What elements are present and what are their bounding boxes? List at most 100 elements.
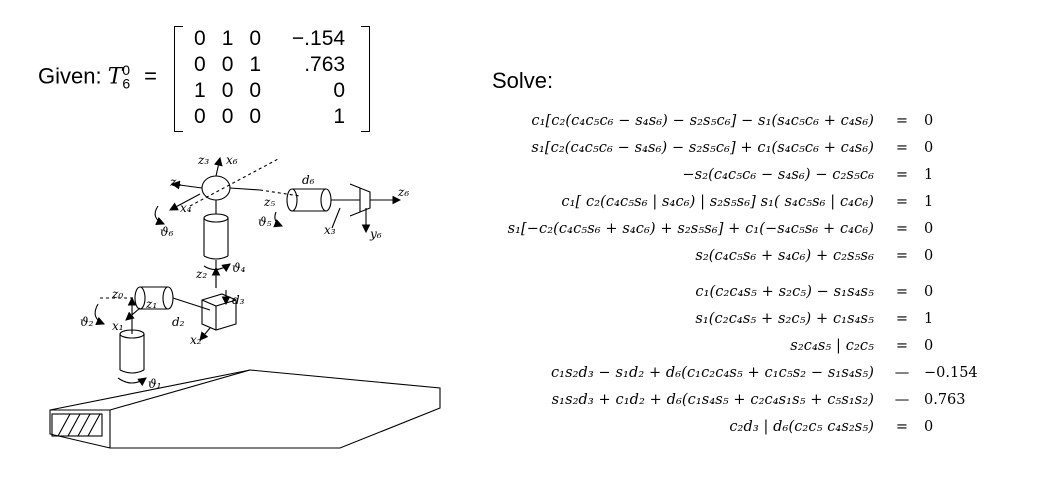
equation-row: c₁(c₂c₄s₅ + s₂c₅) − s₁s₄s₅ = 0: [440, 284, 1030, 310]
joint6-cylinder-end: [286, 188, 298, 212]
table-edge: [50, 409, 111, 448]
matrix-row: 0 0 0 1: [186, 104, 359, 130]
equation-rhs: 0: [924, 338, 934, 354]
matrix-cell: 1: [194, 79, 206, 102]
wrist-to-link: [229, 187, 261, 191]
matrix-cell: 0: [221, 53, 234, 76]
equation-rhs: 0: [924, 248, 934, 264]
table-leg: [51, 413, 103, 437]
matrix-left-bracket: [174, 26, 183, 132]
joint6-cylinder-end: [320, 188, 332, 212]
matrix-cell: 0: [249, 79, 262, 102]
theta6-arrow-left: [154, 205, 166, 226]
matrix-cell: 1: [249, 53, 262, 76]
x4-axis: [169, 193, 201, 211]
theta5-arrow: [273, 211, 284, 228]
equation-relation: =: [895, 248, 909, 264]
equation-relation: =: [895, 194, 909, 210]
z5-axis: [259, 189, 301, 197]
label-x6: x₆: [226, 153, 238, 167]
joint1-cylinder-side: [119, 334, 145, 370]
equation-relation: =: [895, 113, 909, 129]
matrix-cell: .763: [304, 53, 346, 76]
joint1-cylinder-bottom: [119, 369, 145, 374]
joint2-cylinder-end: [134, 286, 146, 310]
matrix-cell: 0: [249, 27, 262, 50]
joint4-cylinder-side: [203, 218, 229, 256]
equation-lhs: s₂c₄s₅ | c₂c₅: [790, 338, 874, 354]
matrix-cell: −.154: [291, 27, 346, 50]
label-z0: z₀: [111, 287, 123, 301]
matrix-cell: 0: [333, 79, 346, 102]
matrix-cell: 0: [194, 53, 206, 76]
matrix-cell: 1: [333, 105, 346, 128]
solve-heading: Solve:: [492, 68, 554, 93]
label-x1: x₁: [112, 319, 124, 333]
theta1-arrow: [117, 377, 147, 387]
equation-row: s₂c₄s₅ | c₂c₅ = 0: [440, 338, 1030, 364]
equation-relation: —: [894, 365, 910, 381]
x6-dashed-axis: [189, 157, 281, 207]
equation-row: −s₂(c₄c₅c₆ − s₄s₆) − c₂s₅c₆ = 1: [440, 167, 1030, 193]
equation-rhs: 0.763: [924, 392, 966, 408]
equation-rhs: −0.154: [924, 365, 978, 381]
equation-lhs: −s₂(c₄c₅c₆ − s₄s₆) − c₂s₅c₆: [682, 167, 874, 183]
label-x4: x₄: [180, 201, 192, 215]
label-theta5: ϑ₅: [258, 215, 272, 229]
label-z4-upper: z₄: [169, 175, 181, 189]
equation-row: s₁s₂d₃ + c₁d₂ + d₆(c₁s₄s₅ + c₂c₄s₁s₅ + c…: [440, 392, 1030, 418]
matrix-cell: 0: [221, 105, 234, 128]
equation-row: c₂d₃ | d₆(c₂c₅ c₄s₂s₅) = 0: [440, 419, 1030, 445]
label-d3: d₃: [232, 293, 245, 307]
equation-lhs: s₁[c₂(c₄c₅c₆ − s₄s₆) − s₂s₅c₆] + c₁(s₄c₅…: [531, 140, 874, 156]
theta4-arrow: [203, 263, 231, 273]
label-z3: z₃: [197, 153, 209, 167]
equation-rhs: 0: [924, 419, 934, 435]
equation-rhs: 1: [924, 167, 934, 183]
label-d6: d₆: [302, 173, 315, 187]
equation-row: s₂(c₄c₅s₆ + s₄c₆) + c₂s₅s₆ = 0: [440, 248, 1030, 274]
equation-row: c₁[c₂(c₄c₅c₆ − s₄s₆) − s₂s₅c₆] − s₁(s₄c₅…: [440, 113, 1030, 139]
equation-row: c₁s₂d₃ − s₁d₂ + d₆(c₁c₂c₄s₅ + c₁c₅s₂ − s…: [440, 365, 1030, 391]
joint4-cylinder-bottom: [203, 255, 229, 260]
equation-row: c₁[ c₂(c₄c₅s₆ | s₄c₆) | s₂s₅s₆] s₁( s₄c₅…: [440, 194, 1030, 220]
label-theta1: ϑ₁: [148, 377, 161, 391]
equation-rhs: 1: [924, 311, 934, 327]
gripper-jaws: [349, 183, 361, 217]
matrix-row: 0 0 1 .763: [186, 52, 359, 78]
label-z2: z₂: [195, 267, 207, 281]
x3-axis: [331, 207, 341, 229]
equation-relation: =: [895, 338, 909, 354]
joint4-cylinder-top: [203, 213, 229, 223]
table-edge: [109, 369, 251, 411]
wrist-joint: [201, 175, 231, 201]
label-z5: z₅: [263, 195, 275, 209]
equation-row: s₁[c₂(c₄c₅c₆ − s₄s₆) − s₂s₅c₆] + c₁(s₄c₅…: [440, 140, 1030, 166]
matrix-right-bracket: [361, 26, 370, 132]
transform-subscript: 6: [122, 75, 131, 92]
transform-symbol: T: [107, 64, 123, 90]
z4-axis: [170, 180, 203, 190]
label-y6: y₆: [369, 227, 382, 241]
label-theta2: ϑ₂: [80, 315, 94, 329]
equation-row: s₁(c₂c₄s₅ + s₂c₅) + c₁s₄s₅ = 1: [440, 311, 1030, 337]
equation-rhs: 0: [924, 140, 934, 156]
equation-relation: —: [894, 392, 910, 408]
equation-relation: =: [895, 221, 909, 237]
equation-relation: =: [895, 140, 909, 156]
transform-superscript: 0: [122, 62, 130, 78]
matrix-cell: 0: [194, 27, 206, 50]
x2-axis: [199, 327, 211, 341]
equation-lhs: s₁[−c₂(c₄c₅s₆ + s₄c₆) + s₂s₅s₆] + c₁(−s₄…: [507, 221, 874, 237]
matrix-cell: 0: [194, 105, 206, 128]
equation-rhs: 0: [924, 113, 934, 129]
equation-lhs: c₁s₂d₃ − s₁d₂ + d₆(c₁c₂c₄s₅ + c₁c₅s₂ − s…: [550, 365, 874, 381]
joint2-cylinder-side: [140, 286, 168, 310]
transform-matrix: 0 1 0 −.154 0 0 1 .763 1 0 0 0 0 0 0 1: [174, 26, 370, 134]
matrix-row: 0 1 0 −.154: [186, 26, 359, 52]
label-z6: z₆: [397, 185, 409, 199]
equation-relation: =: [895, 284, 909, 300]
equals-sign: =: [137, 63, 157, 89]
joint2-cylinder-end: [162, 286, 174, 310]
matrix-table: 0 1 0 −.154 0 0 1 .763 1 0 0 0 0 0 0 1: [186, 26, 359, 130]
